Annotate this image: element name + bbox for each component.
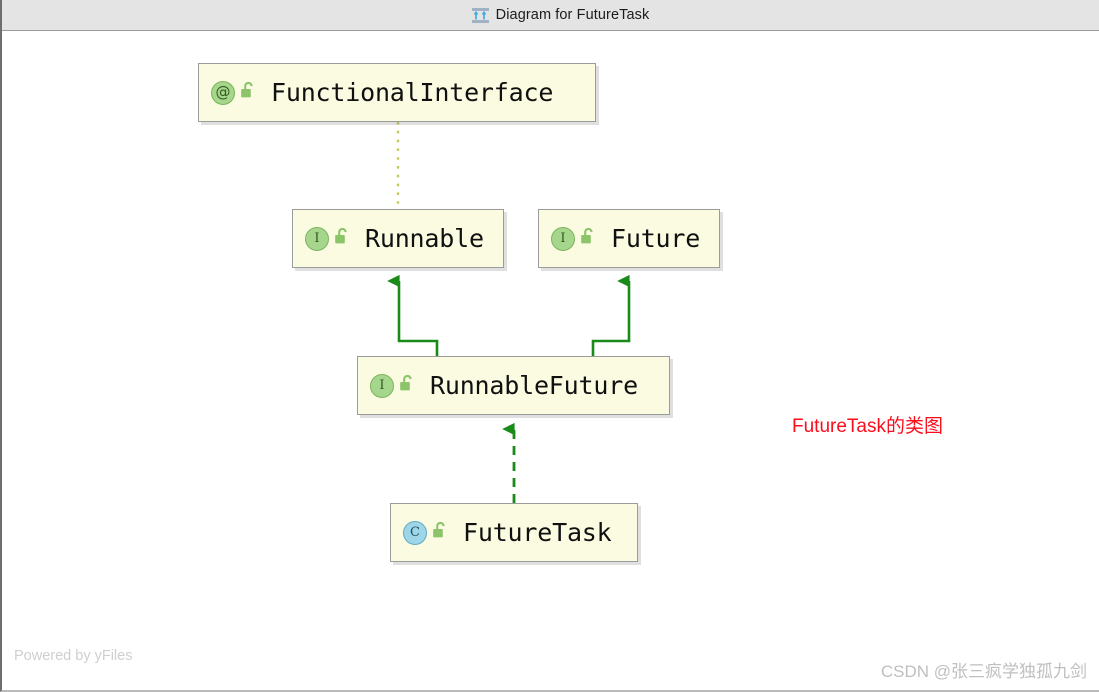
uml-node-label: RunnableFuture (430, 371, 638, 400)
open-padlock-icon (240, 81, 257, 104)
diagram-annotation-note: FutureTask的类图 (792, 416, 943, 437)
uml-node-runnable-future[interactable]: I RunnableFuture (357, 356, 670, 415)
open-padlock-icon (334, 227, 351, 250)
yfiles-watermark: Powered by yFiles (14, 648, 133, 664)
interface-badge-icon: I (551, 226, 575, 251)
uml-node-label: FunctionalInterface (271, 78, 554, 107)
uml-node-runnable[interactable]: I Runnable (292, 209, 504, 268)
annotation-badge-icon: @ (211, 80, 235, 105)
open-padlock-icon (432, 521, 449, 544)
interface-badge-icon: I (305, 226, 329, 251)
diagram-icon (471, 7, 489, 23)
uml-node-label: Future (611, 224, 701, 253)
class-badge-icon: C (403, 520, 427, 545)
uml-node-label: Runnable (365, 224, 484, 253)
diagram-canvas[interactable]: Runnable (solid green, orthogonal) --> F… (2, 31, 1099, 690)
csdn-watermark: CSDN @张三疯学独孤九剑 (880, 662, 1087, 681)
interface-badge-icon: I (370, 373, 394, 398)
edge-runnablefuture-future (591, 274, 631, 356)
window-title: Diagram for FutureTask (495, 7, 650, 23)
uml-node-functional-interface[interactable]: @ FunctionalInterface (198, 63, 596, 122)
window-titlebar: Diagram for FutureTask (2, 0, 1099, 31)
uml-node-label: FutureTask (463, 518, 612, 547)
open-padlock-icon (399, 374, 416, 397)
uml-node-future-task[interactable]: C FutureTask (390, 503, 638, 562)
open-padlock-icon (580, 227, 597, 250)
edge-runnablefuture-runnable (387, 274, 439, 356)
uml-node-future[interactable]: I Future (538, 209, 720, 268)
